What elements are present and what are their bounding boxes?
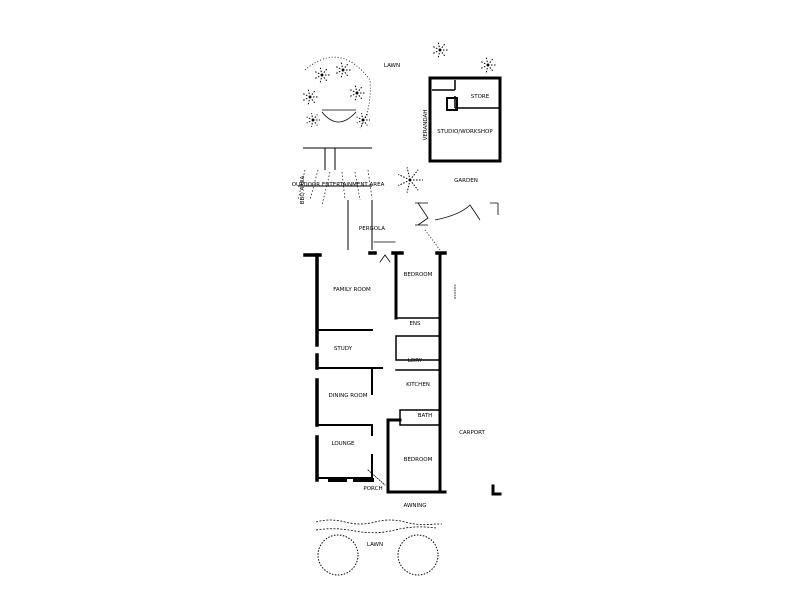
front-hedge bbox=[315, 519, 442, 534]
label-pergola: PERGOLA bbox=[359, 226, 385, 232]
plant-symbol bbox=[314, 67, 330, 83]
trees bbox=[302, 42, 496, 193]
plant-symbol bbox=[302, 89, 318, 105]
outdoor-area bbox=[297, 147, 373, 250]
gate bbox=[415, 202, 499, 251]
label-study: STUDY bbox=[334, 346, 353, 352]
plant-symbol bbox=[349, 85, 365, 101]
label-dining-room: DINING ROOM bbox=[329, 393, 368, 399]
plant-symbol bbox=[432, 42, 448, 58]
label-kitchen: KITCHEN bbox=[406, 382, 430, 388]
label-carport: CARPORT bbox=[459, 430, 485, 436]
plant-symbol bbox=[398, 167, 423, 193]
label-bbq: BBQ AREA bbox=[300, 176, 306, 205]
label-ensuite: ENS bbox=[409, 321, 421, 327]
label-garden: GARDEN bbox=[454, 178, 478, 184]
label-lawn-top: LAWN bbox=[384, 63, 400, 69]
garden-bed-outline bbox=[304, 56, 371, 129]
label-store: STORE bbox=[471, 94, 490, 100]
label-lawn-bottom: LAWN bbox=[367, 542, 383, 548]
plant-symbol bbox=[356, 113, 370, 127]
garden-path bbox=[321, 109, 357, 123]
plant-symbol bbox=[335, 62, 351, 78]
label-bath: BATH bbox=[418, 413, 433, 419]
label-studio: STUDIO/WORKSHOP bbox=[437, 129, 493, 135]
label-side: VERANDAH bbox=[423, 110, 429, 141]
plant-symbol bbox=[480, 57, 496, 73]
front-tree-left bbox=[317, 534, 359, 576]
outbuilding bbox=[428, 76, 502, 163]
label-bedroom-2: BEDROOM bbox=[404, 457, 433, 463]
label-family-room: FAMILY ROOM bbox=[333, 287, 371, 293]
front-tree-right bbox=[397, 534, 439, 576]
label-bedroom-1: BEDROOM bbox=[404, 272, 433, 278]
label-lounge: LOUNGE bbox=[331, 441, 355, 447]
label-laundry: LDRY bbox=[408, 358, 423, 364]
label-outdoor: OUTDOOR ENTERTAINMENT AREA bbox=[292, 182, 385, 188]
label-awning: AWNING bbox=[403, 503, 426, 509]
label-porch: PORCH bbox=[363, 486, 382, 492]
plant-symbol bbox=[306, 113, 320, 127]
house-walls bbox=[303, 241, 502, 496]
